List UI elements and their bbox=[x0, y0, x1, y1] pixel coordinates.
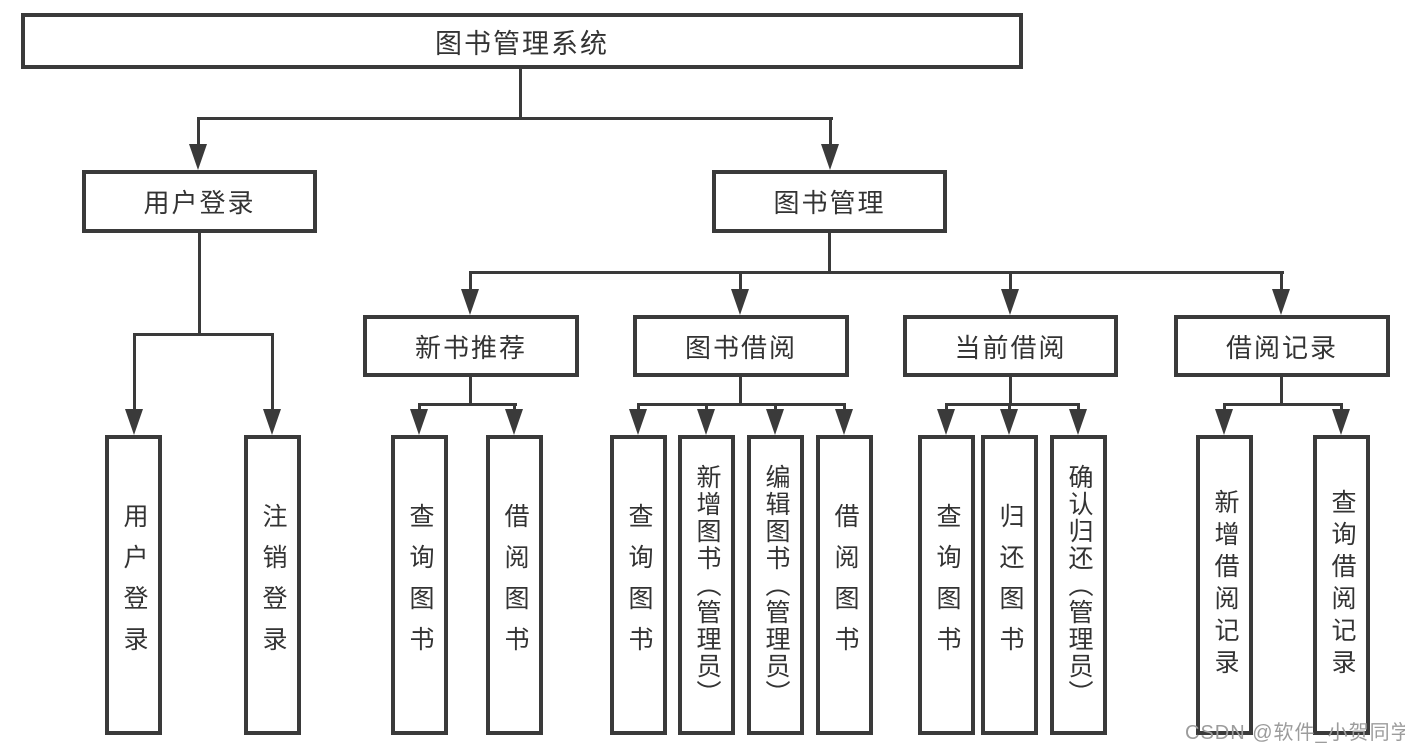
node-book-management: 图书管理 bbox=[712, 170, 947, 233]
connector-line bbox=[1340, 403, 1343, 412]
connector-line bbox=[197, 117, 833, 120]
connector-line bbox=[705, 403, 708, 412]
arrow-down-icon bbox=[821, 144, 839, 170]
leaf-label: 编辑图书（管理员） bbox=[762, 463, 790, 707]
connector-line bbox=[843, 403, 846, 412]
leaf-borrow-books-2: 借阅图书 bbox=[816, 435, 873, 735]
connector-line bbox=[1280, 271, 1283, 291]
connector-line bbox=[133, 333, 274, 336]
connector-line bbox=[739, 271, 742, 291]
leaf-label: 查询借阅记录 bbox=[1328, 489, 1356, 681]
leaf-confirm-return-admin: 确认归还（管理员） bbox=[1050, 435, 1107, 735]
leaf-borrow-books-1: 借阅图书 bbox=[486, 435, 543, 735]
leaf-logout: 注销登录 bbox=[244, 435, 301, 735]
arrow-down-icon bbox=[1000, 409, 1018, 435]
leaf-label: 用户登录 bbox=[120, 503, 148, 667]
connector-line bbox=[739, 377, 742, 405]
node-current-borrowing: 当前借阅 bbox=[903, 315, 1118, 377]
connector-line bbox=[1008, 403, 1011, 412]
arrow-down-icon bbox=[835, 409, 853, 435]
arrow-down-icon bbox=[766, 409, 784, 435]
connector-line bbox=[519, 69, 522, 119]
leaf-query-borrow-record: 查询借阅记录 bbox=[1313, 435, 1370, 735]
arrow-down-icon bbox=[125, 409, 143, 435]
arrow-down-icon bbox=[937, 409, 955, 435]
leaf-label: 查询图书 bbox=[933, 503, 961, 667]
arrow-down-icon bbox=[1001, 289, 1019, 315]
arrow-down-icon bbox=[263, 409, 281, 435]
node-borrowing-records: 借阅记录 bbox=[1174, 315, 1390, 377]
connector-line bbox=[829, 117, 832, 147]
leaf-label: 注销登录 bbox=[259, 503, 287, 667]
connector-line bbox=[828, 233, 831, 273]
arrow-down-icon bbox=[1272, 289, 1290, 315]
connector-line bbox=[1223, 403, 1343, 406]
arrow-down-icon bbox=[1332, 409, 1350, 435]
connector-line bbox=[1009, 271, 1012, 291]
arrow-down-icon bbox=[505, 409, 523, 435]
leaf-edit-book-admin: 编辑图书（管理员） bbox=[747, 435, 804, 735]
node-book-borrowing: 图书借阅 bbox=[633, 315, 849, 377]
node-library-system: 图书管理系统 bbox=[21, 13, 1023, 69]
connector-line bbox=[513, 403, 516, 412]
connector-line bbox=[1280, 377, 1283, 405]
arrow-down-icon bbox=[189, 144, 207, 170]
connector-line bbox=[945, 403, 948, 412]
leaf-add-borrow-record: 新增借阅记录 bbox=[1196, 435, 1253, 735]
leaf-label: 新增图书（管理员） bbox=[693, 463, 721, 707]
arrow-down-icon bbox=[629, 409, 647, 435]
connector-line bbox=[637, 403, 640, 412]
leaf-label: 归还图书 bbox=[996, 503, 1024, 667]
leaf-query-books-1: 查询图书 bbox=[391, 435, 448, 735]
connector-line bbox=[945, 403, 1080, 406]
connector-line bbox=[469, 377, 472, 405]
leaf-user-login: 用户登录 bbox=[105, 435, 162, 735]
leaf-label: 借阅图书 bbox=[501, 503, 529, 667]
arrow-down-icon bbox=[1069, 409, 1087, 435]
arrow-down-icon bbox=[410, 409, 428, 435]
leaf-add-book-admin: 新增图书（管理员） bbox=[678, 435, 735, 735]
connector-line bbox=[469, 271, 1284, 274]
connector-line bbox=[637, 403, 846, 406]
watermark-text: CSDN @软件_小贺同学 bbox=[1185, 722, 1405, 744]
arrow-down-icon bbox=[697, 409, 715, 435]
connector-line bbox=[418, 403, 517, 406]
connector-line bbox=[1077, 403, 1080, 412]
connector-line bbox=[197, 117, 200, 147]
connector-line bbox=[418, 403, 421, 412]
leaf-query-books-3: 查询图书 bbox=[918, 435, 975, 735]
connector-line bbox=[198, 233, 201, 335]
leaf-query-books-2: 查询图书 bbox=[610, 435, 667, 735]
leaf-label: 新增借阅记录 bbox=[1211, 489, 1239, 681]
node-user-login: 用户登录 bbox=[82, 170, 317, 233]
arrow-down-icon bbox=[731, 289, 749, 315]
arrow-down-icon bbox=[461, 289, 479, 315]
leaf-label: 确认归还（管理员） bbox=[1065, 463, 1093, 707]
connector-line bbox=[271, 333, 274, 411]
connector-line bbox=[1223, 403, 1226, 412]
node-new-book-recommend: 新书推荐 bbox=[363, 315, 579, 377]
leaf-return-books: 归还图书 bbox=[981, 435, 1038, 735]
leaf-label: 查询图书 bbox=[625, 503, 653, 667]
connector-line bbox=[774, 403, 777, 412]
leaf-label: 查询图书 bbox=[406, 503, 434, 667]
connector-line bbox=[1009, 377, 1012, 405]
connector-line bbox=[133, 333, 136, 411]
arrow-down-icon bbox=[1215, 409, 1233, 435]
connector-line bbox=[469, 271, 472, 291]
leaf-label: 借阅图书 bbox=[831, 503, 859, 667]
